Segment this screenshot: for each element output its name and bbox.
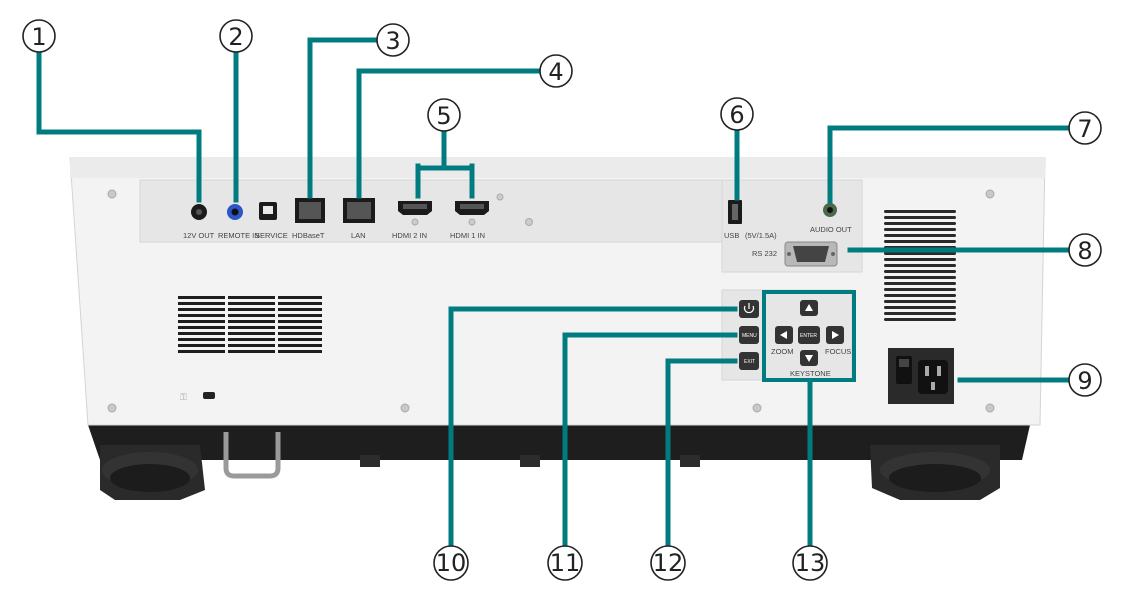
arrow-right-icon [832, 331, 839, 339]
zoom-label: ZOOM [771, 347, 794, 356]
menu-button-label: MENU [742, 333, 757, 339]
callout-5: 5 [427, 98, 461, 132]
enter-button[interactable]: ENTER [798, 326, 820, 344]
up-button[interactable] [800, 300, 818, 316]
port-rs232-label: RS 232 [752, 249, 777, 258]
port-hdbaset[interactable]: HDBaseT [292, 198, 325, 240]
callout-8: 8 [1068, 233, 1102, 267]
keystone-label: KEYSTONE [790, 369, 831, 378]
svg-text:12: 12 [653, 549, 684, 577]
leader-7 [827, 125, 1072, 204]
port-lan-label: LAN [351, 231, 366, 240]
port-usb[interactable]: USB (5V/1.5A) [724, 200, 777, 240]
arrow-left-icon [780, 331, 787, 339]
port-remote-in[interactable]: REMOTE IN [218, 204, 260, 240]
svg-text:3: 3 [385, 27, 400, 55]
callout-12: 12 [650, 545, 686, 581]
leader-3 [307, 37, 380, 199]
port-remote-in-label: REMOTE IN [218, 231, 260, 240]
exit-button[interactable]: EXIT [739, 352, 759, 370]
leader-11 [562, 332, 738, 549]
svg-text:13: 13 [795, 549, 826, 577]
port-usb-label: USB [724, 231, 739, 240]
leader-lines [36, 37, 1072, 549]
callout-1: 1 [22, 19, 56, 53]
callout-2: 2 [219, 19, 253, 53]
power-icon [743, 303, 755, 314]
leader-5 [415, 128, 475, 199]
svg-text:7: 7 [1077, 115, 1092, 143]
svg-text:10: 10 [436, 549, 467, 577]
svg-text:4: 4 [548, 58, 563, 86]
svg-text:⚿: ⚿ [180, 393, 187, 403]
projector-base [88, 425, 1030, 500]
leader-4 [356, 68, 543, 199]
menu-button[interactable]: MENU [739, 326, 759, 344]
ac-power-inlet[interactable] [888, 348, 954, 404]
port-service-label: SERVICE [255, 231, 288, 240]
enter-button-label: ENTER [800, 333, 817, 339]
port-hdmi-1-in-label: HDMI 1 IN [450, 231, 485, 240]
arrow-down-icon [805, 355, 813, 362]
down-button[interactable] [800, 350, 818, 366]
power-button[interactable] [739, 300, 759, 318]
callout-4: 4 [539, 54, 573, 88]
port-hdbaset-label: HDBaseT [292, 231, 325, 240]
svg-text:5: 5 [436, 102, 451, 130]
svg-text:9: 9 [1077, 367, 1092, 395]
left-button[interactable] [775, 326, 793, 344]
port-12v-out-label: 12V OUT [183, 231, 215, 240]
callouts: 1 2 3 4 5 6 7 8 9 10 11 12 13 [22, 19, 1102, 581]
port-service[interactable]: SERVICE [255, 202, 288, 240]
callout-10: 10 [433, 545, 469, 581]
port-12v-out[interactable]: 12V OUT [183, 204, 215, 240]
leader-10 [448, 306, 738, 549]
port-rs232[interactable]: RS 232 [752, 241, 838, 267]
port-hdmi-2-in-label: HDMI 2 IN [392, 231, 427, 240]
svg-text:8: 8 [1077, 237, 1092, 265]
port-lan[interactable]: LAN [343, 198, 375, 240]
leader-1 [36, 49, 202, 203]
callout-9: 9 [1068, 363, 1102, 397]
svg-text:11: 11 [550, 549, 581, 577]
port-audio-out-label: AUDIO OUT [810, 225, 852, 234]
callout-11: 11 [547, 545, 583, 581]
port-usb-rating: (5V/1.5A) [745, 231, 777, 240]
callout-3: 3 [376, 23, 410, 57]
left-vent-grille [178, 296, 322, 353]
callout-13: 13 [792, 545, 828, 581]
exit-button-label: EXIT [744, 359, 755, 365]
right-button[interactable] [826, 326, 844, 344]
svg-text:2: 2 [228, 23, 243, 51]
svg-text:6: 6 [729, 101, 744, 129]
lock-icon: ⚿ [180, 392, 215, 403]
leader-12 [665, 358, 738, 549]
callout-6: 6 [720, 97, 754, 131]
port-hdmi-1-in[interactable]: HDMI 1 IN [450, 201, 489, 240]
port-hdmi-2-in[interactable]: HDMI 2 IN [392, 201, 432, 240]
callout-7: 7 [1068, 111, 1102, 145]
svg-text:1: 1 [31, 23, 46, 51]
port-audio-out[interactable]: AUDIO OUT [810, 203, 852, 234]
focus-label: FOCUS [825, 347, 851, 356]
arrow-up-icon [805, 304, 813, 311]
